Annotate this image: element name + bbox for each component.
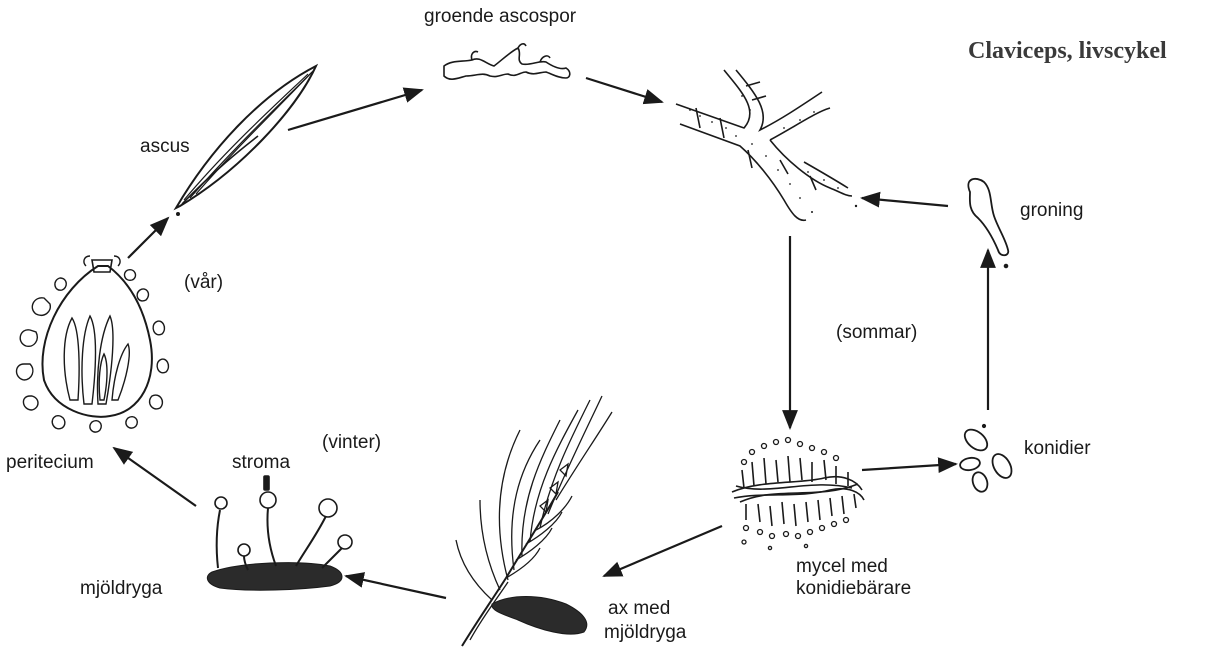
- stroma-stalks: [217, 508, 342, 570]
- ergot-sclerotium: [492, 597, 587, 635]
- arrow-konidiebarare-to-konidier: [862, 464, 956, 470]
- label-ax-line1: ax med: [608, 598, 670, 620]
- arrow-peritecium-to-ascus: [128, 218, 168, 258]
- arrow-groning-to-mycel: [862, 198, 948, 206]
- germinating-ascospore-illustration: [444, 44, 570, 79]
- mycel-stippling: [689, 95, 857, 213]
- arrow-ax-to-mjoldryga: [346, 576, 446, 598]
- label-ax-line2: mjöldryga: [604, 622, 686, 644]
- label-sommar: (sommar): [836, 322, 917, 344]
- diagram-title: Claviceps, livscykel: [968, 38, 1167, 65]
- ascus-illustration: [176, 66, 316, 216]
- label-konidier: konidier: [1024, 438, 1091, 460]
- arrow-ascospore-to-mycel: [586, 78, 662, 102]
- label-mjoldryga: mjöldryga: [80, 578, 162, 600]
- sclerotium-mjoldryga: [207, 563, 342, 591]
- perithecium-illustration: [17, 256, 169, 432]
- mycel-hyphae-illustration: [676, 70, 852, 220]
- label-ascus: ascus: [140, 136, 190, 158]
- label-var: (vår): [184, 272, 223, 294]
- label-groning: groning: [1020, 200, 1083, 222]
- label-groende-ascospor: groende ascospor: [424, 6, 576, 28]
- conidia-illustration: [959, 425, 1015, 494]
- label-mycel-line1: mycel med: [796, 556, 888, 578]
- conidiophore-mycel-illustration: [732, 456, 864, 526]
- arrow-stroma-to-peritecium: [114, 448, 196, 506]
- label-peritecium: peritecium: [6, 452, 94, 474]
- arrow-ascus-to-ascospore: [288, 90, 422, 130]
- label-vinter: (vinter): [322, 432, 381, 454]
- label-mycel-line2: konidiebärare: [796, 578, 911, 600]
- arrow-konidiebarare-to-ax: [604, 526, 722, 576]
- label-stroma: stroma: [232, 452, 290, 474]
- stroma-heads: [215, 476, 352, 556]
